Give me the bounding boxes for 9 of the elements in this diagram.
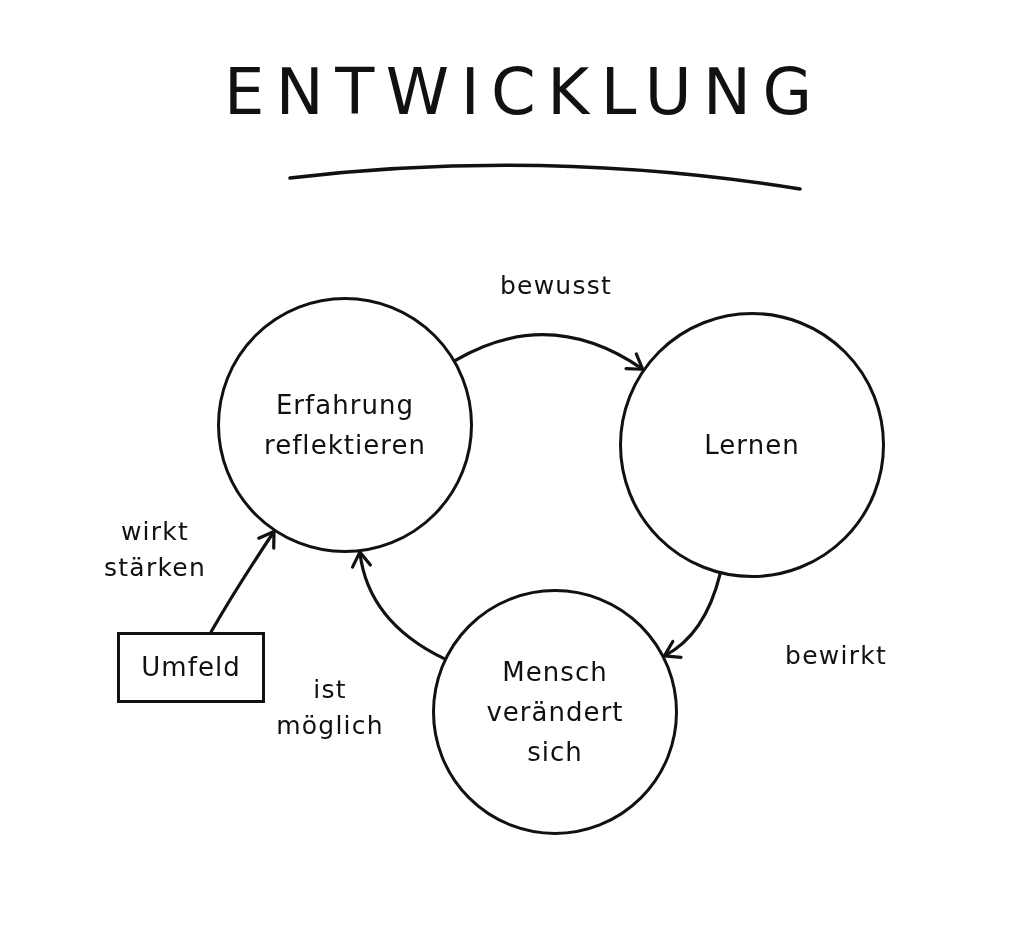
node-label: Erfahrung reflektieren: [263, 389, 427, 462]
node-label: Umfeld: [141, 651, 241, 684]
process-box: [117, 631, 265, 703]
arrow: [662, 572, 722, 659]
node-label: Mensch verändert sich: [485, 656, 625, 769]
node-label: Lernen: [704, 429, 800, 462]
arrow: [453, 333, 645, 371]
arrow: [209, 529, 276, 634]
title: ENTWICKLUNG: [222, 54, 824, 131]
